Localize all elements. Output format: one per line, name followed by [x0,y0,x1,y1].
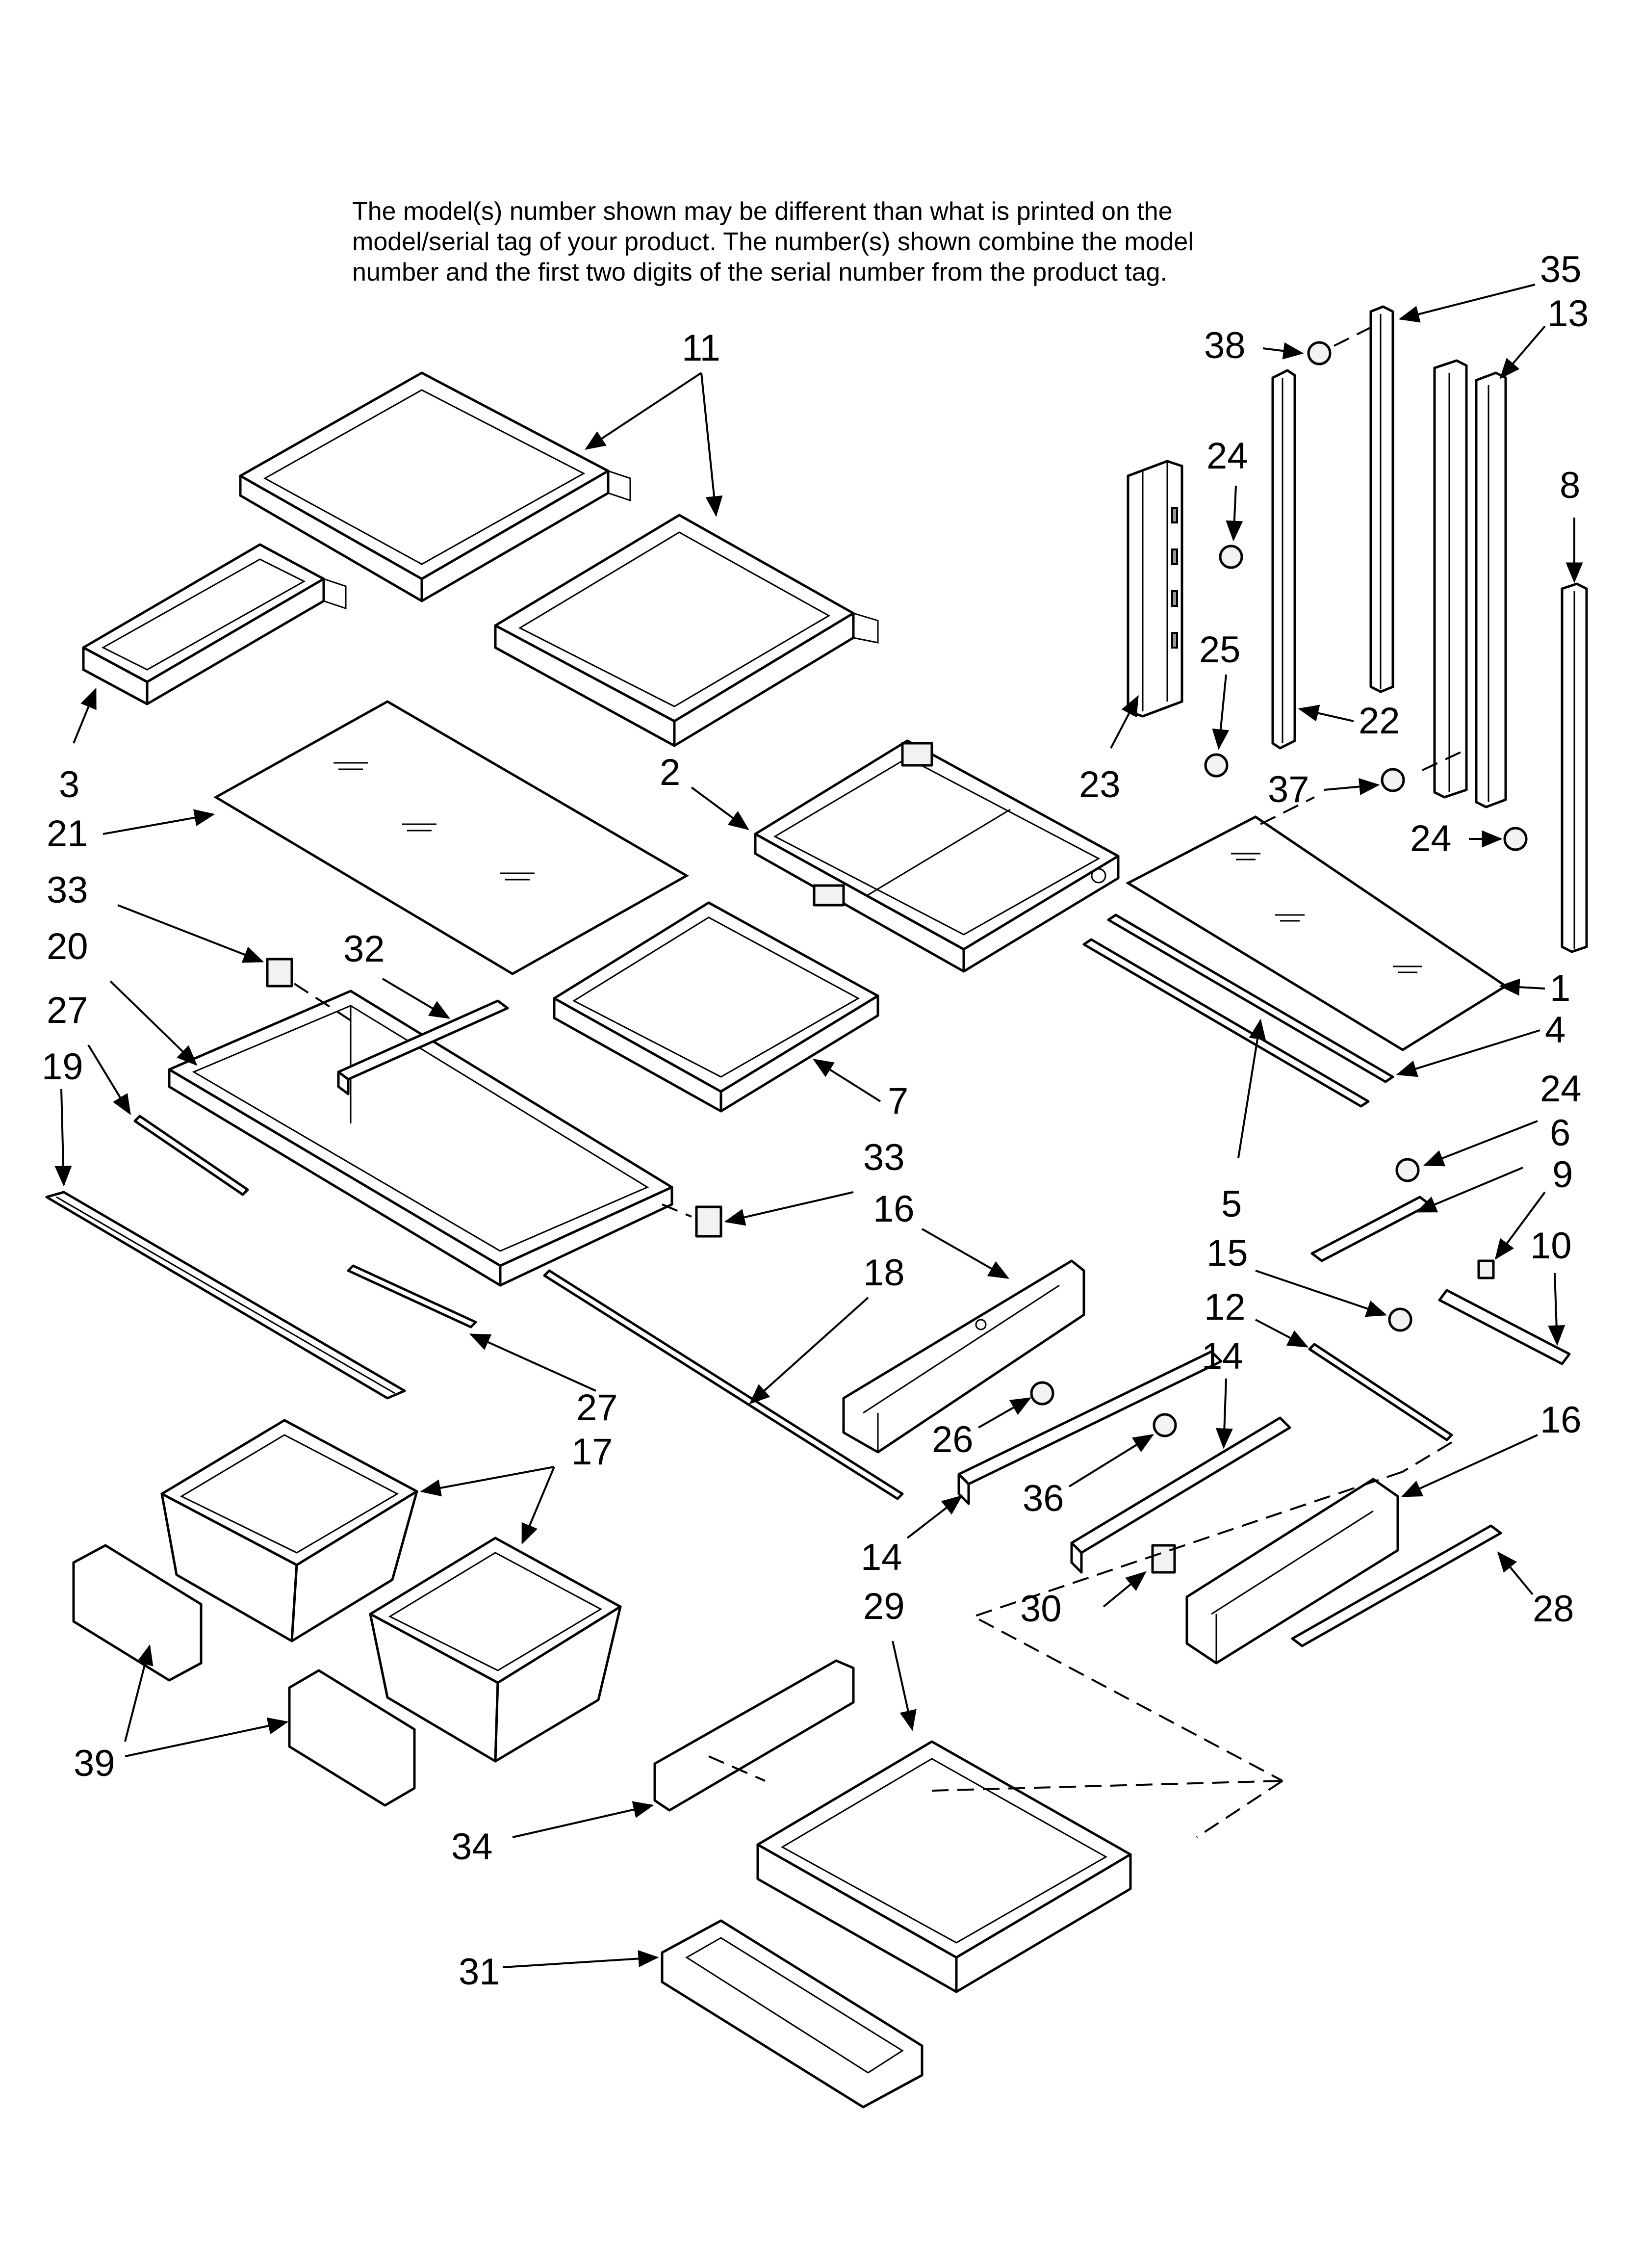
callout-14-mid: 14 [1202,1335,1243,1377]
pan-part-29 [756,1740,1132,1993]
callout-3: 3 [59,764,79,806]
glass-part-21 [213,700,690,975]
callout-35: 35 [1540,249,1582,290]
callout-12: 12 [1204,1286,1246,1328]
shelf-part-11-left [239,371,631,602]
callout-37: 37 [1268,769,1309,810]
part-illustrations [45,305,1588,2109]
trim-parts-4-5 [1082,913,1394,1108]
cover-part-34 [653,1659,855,1812]
callout-29: 29 [863,1586,905,1627]
callout-4: 4 [1545,1009,1565,1051]
callout-34: 34 [451,1826,493,1868]
crisper-frame-part-20 [168,990,673,1287]
clips-part-33 [266,958,722,1238]
callout-1: 1 [1550,967,1570,1009]
callout-27-left: 27 [47,990,88,1031]
slide-part-32 [337,999,509,1095]
bracket-parts-9-10 [1388,1259,1571,1365]
slides-part-27 [133,1115,477,1329]
callout-30: 30 [1020,1588,1062,1630]
callout-15: 15 [1206,1232,1248,1274]
callout-36: 36 [1023,1478,1064,1519]
callout-25: 25 [1199,629,1241,671]
slides-part-14 [957,1350,1291,1574]
screws-upper-right [1204,341,1528,851]
trim-part-19 [45,1191,406,1400]
drawer-part-17-left [160,1419,418,1642]
callout-32: 32 [343,928,385,970]
callout-39: 39 [74,1743,115,1784]
callout-33-left: 33 [47,869,88,911]
callout-14-lower: 14 [861,1537,902,1578]
shelf-frame-part-2 [754,739,1120,973]
assembly-dashed-lines [293,323,1464,1838]
callout-2: 2 [660,752,680,793]
callout-7: 7 [888,1080,908,1122]
note-line-3: number and the first two digits of the s… [352,258,1167,287]
callout-5: 5 [1221,1183,1242,1225]
callout-numbers: 35 13 11 38 24 8 25 3 2 22 23 37 24 21 1… [42,249,1589,1993]
rod-part-28 [1291,1524,1502,1647]
rail-part-35 [1369,305,1394,693]
shelf-part-7 [553,901,879,1113]
callout-6: 6 [1550,1112,1570,1154]
callout-31: 31 [459,1951,500,1993]
note-line-1: The model(s) number shown may be differe… [352,197,1173,226]
rail-part-22 [1271,369,1296,750]
callout-22: 22 [1359,700,1400,742]
callout-9: 9 [1552,1154,1573,1196]
callout-38: 38 [1204,325,1246,366]
housing-part-16-left [842,1259,1085,1454]
callout-28: 28 [1533,1588,1574,1630]
callout-16-right: 16 [1540,1399,1582,1441]
screws-26-36 [1030,1381,1177,1437]
callout-18: 18 [863,1252,905,1294]
rail-part-23 [1127,460,1183,718]
handle-part-31 [661,1919,924,2109]
shelf-part-3 [82,543,347,705]
callout-10: 10 [1530,1225,1572,1267]
callout-8: 8 [1560,465,1580,506]
rail-part-8 [1561,582,1588,953]
bracket-part-6 [1310,1158,1431,1262]
rod-part-12 [1308,1343,1453,1441]
callout-20: 20 [47,926,88,967]
covers-part-39 [72,1544,416,1807]
callout-11: 11 [682,327,720,369]
callout-13: 13 [1547,293,1589,335]
callout-23: 23 [1079,764,1121,806]
rail-part-13 [1433,359,1507,808]
drawer-part-17-right [369,1537,622,1763]
callout-17: 17 [571,1431,613,1473]
model-number-note: The model(s) number shown may be differe… [352,197,1194,287]
callout-33-right: 33 [863,1137,905,1178]
callout-19: 19 [42,1046,83,1088]
callout-16-left: 16 [873,1188,915,1230]
callout-24-mid: 24 [1540,1068,1582,1110]
callout-27-lower: 27 [576,1387,618,1429]
leader-lines [54,284,1583,1968]
callout-26: 26 [932,1419,974,1460]
callout-24-top: 24 [1206,435,1248,477]
callout-24-right: 24 [1410,818,1452,860]
callout-21: 21 [47,813,88,855]
housing-part-16-right [1185,1478,1399,1665]
note-line-2: model/serial tag of your product. The nu… [352,228,1194,256]
rod-part-18 [543,1269,904,1500]
shelf-part-11-right [494,514,879,747]
